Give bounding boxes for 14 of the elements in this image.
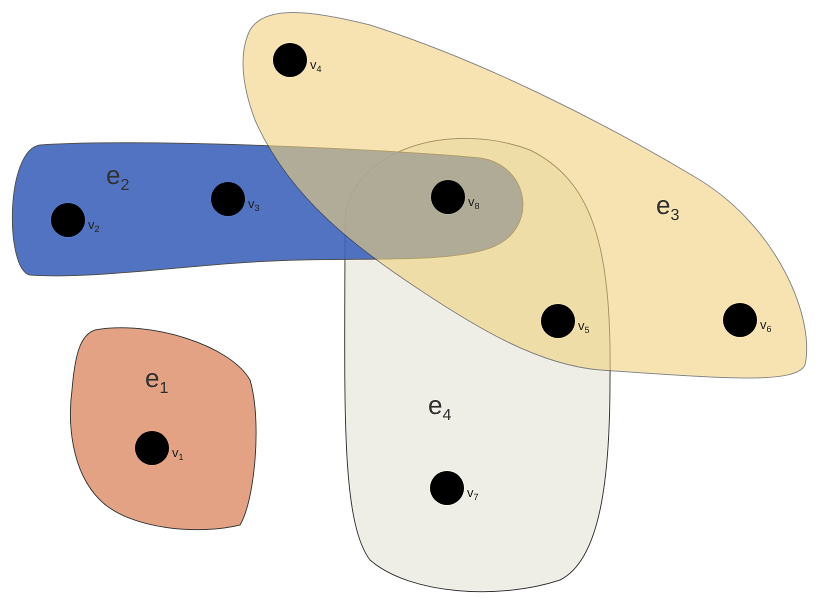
vertex-label: v$_{6}$ [760, 318, 772, 334]
hyperedge-label: e$_{4}$ [428, 392, 452, 424]
hyperedge-label: e$_{1}$ [145, 365, 168, 397]
vertex-label: v$_{4}$ [310, 58, 322, 74]
vertex-dot [723, 303, 757, 337]
vertex-label: v$_{2}$ [88, 218, 100, 234]
vertex-label: v$_{1}$ [172, 446, 184, 462]
vertex-label: v$_{7}$ [467, 486, 479, 502]
hyperedge-label: e$_{3}$ [656, 192, 680, 224]
vertex-label: v$_{5}$ [578, 319, 590, 335]
vertex-dot [273, 43, 307, 77]
vertex-label: v$_{8}$ [468, 195, 480, 211]
vertex-label: v$_{3}$ [248, 197, 260, 213]
hyperedge-label: e$_{2}$ [106, 162, 130, 194]
